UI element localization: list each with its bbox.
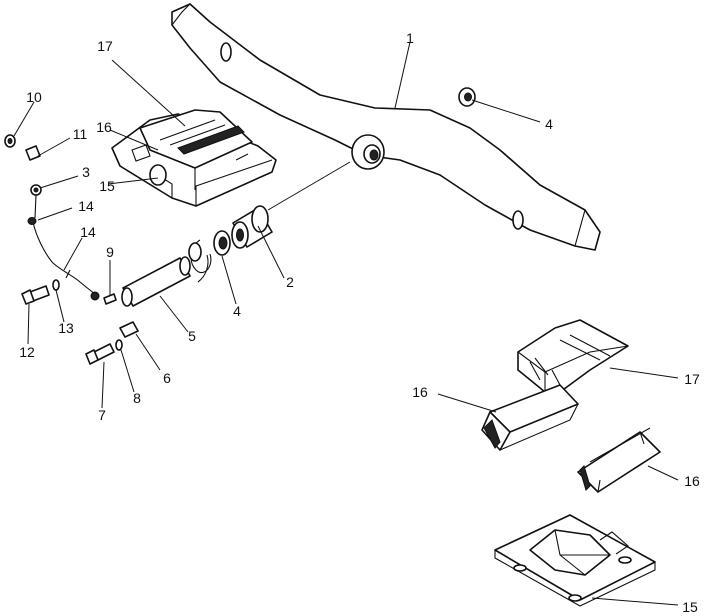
callout-16-exploded-lower: 16 [684,473,700,489]
callout-13: 13 [58,320,74,336]
nut-upper [458,87,476,107]
callout-16-assembly: 16 [96,119,112,135]
callout-1: 1 [406,30,414,46]
callout-17-exploded: 17 [684,371,700,387]
callout-5: 5 [188,328,196,344]
washer-13 [52,279,60,291]
leader-lines [13,41,679,606]
bolt-12 [21,285,50,305]
callout-14-lower: 14 [80,224,96,240]
snap-ring [188,239,212,283]
pad-liner-16-lower [577,427,661,493]
callout-15-exploded: 15 [682,599,698,615]
callout-12: 12 [19,344,35,360]
callout-14-upper: 14 [78,198,94,214]
grease-line [32,221,117,305]
fitting-11 [25,145,41,161]
seal-ring [213,230,231,256]
washer-8 [115,339,123,351]
bolt-7 [85,343,115,365]
callout-2: 2 [286,274,294,290]
callout-4-lower: 4 [233,303,241,319]
lock-plate [119,321,139,338]
callout-11: 11 [72,126,88,142]
bushing [231,205,273,249]
callout-4-upper: 4 [545,116,553,132]
pad-liner-16-upper [481,384,579,451]
pad-base-15 [494,514,656,607]
callout-17-assembly: 17 [97,38,113,54]
callout-16-exploded-upper: 16 [412,384,428,400]
pad-shoe-17 [517,319,629,393]
callout-15-assembly: 15 [99,178,115,194]
equalizer-bar [171,3,601,251]
pin [121,256,191,307]
callout-9: 9 [106,244,114,260]
assembly-centerline [267,161,351,211]
callout-3: 3 [82,164,90,180]
fitting-3 [30,184,42,219]
grease-nipple-10 [4,134,16,148]
callout-10: 10 [26,89,42,105]
callout-7: 7 [98,407,106,423]
fitting-14 [27,217,37,225]
callout-8: 8 [133,390,141,406]
pad-assembly [111,109,277,207]
callout-6: 6 [163,370,171,386]
